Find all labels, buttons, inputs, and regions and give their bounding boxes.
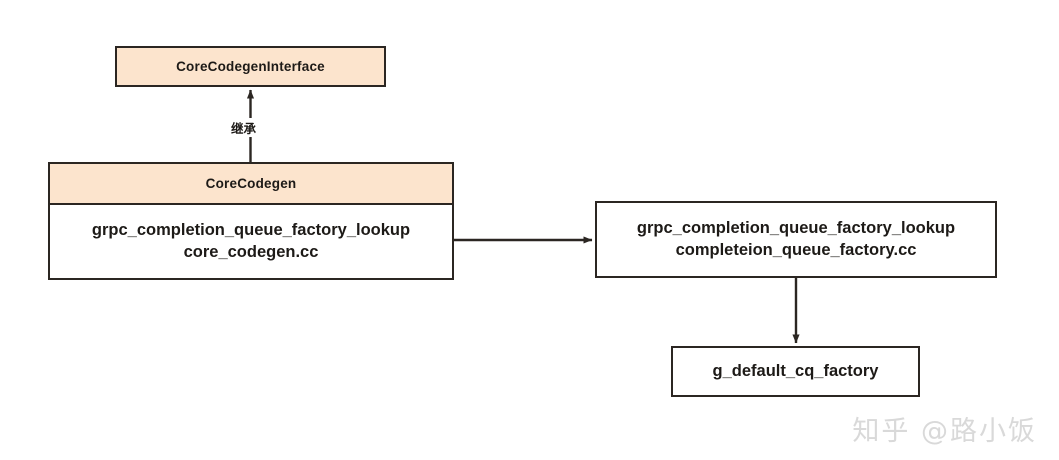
node-default-cq-factory[interactable]: g_default_cq_factory [671, 346, 920, 397]
node-core-codegen-body: grpc_completion_queue_factory_lookup cor… [50, 205, 452, 278]
node-completion-queue-factory-line-2: completeion_queue_factory.cc [675, 240, 917, 259]
node-default-cq-factory-line-1: g_default_cq_factory [712, 361, 879, 380]
node-core-codegen-body-line-2: core_codegen.cc [183, 242, 319, 261]
node-completion-queue-factory-body: grpc_completion_queue_factory_lookup com… [597, 203, 995, 276]
node-core-codegen-title: CoreCodegen [50, 164, 452, 205]
edge-label-inheritance: 继承 [229, 118, 259, 137]
watermark: 知乎 @路小饭 [852, 416, 1037, 447]
node-default-cq-factory-body: g_default_cq_factory [673, 348, 918, 395]
node-core-codegen-interface[interactable]: CoreCodegenInterface [115, 46, 386, 87]
node-completion-queue-factory[interactable]: grpc_completion_queue_factory_lookup com… [595, 201, 997, 278]
node-core-codegen[interactable]: CoreCodegen grpc_completion_queue_factor… [48, 162, 454, 280]
node-core-codegen-body-line-1: grpc_completion_queue_factory_lookup [91, 220, 411, 239]
node-completion-queue-factory-line-1: grpc_completion_queue_factory_lookup [636, 218, 956, 237]
node-core-codegen-interface-title: CoreCodegenInterface [117, 48, 384, 85]
